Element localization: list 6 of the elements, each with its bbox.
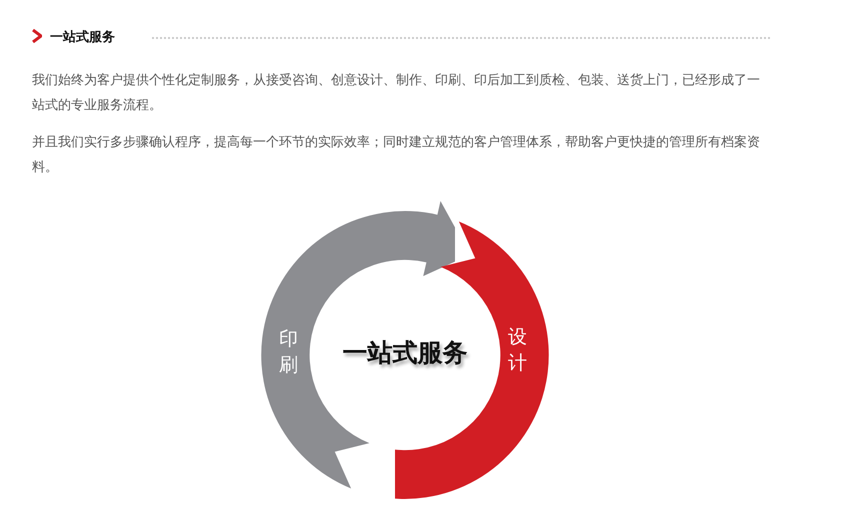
paragraph: 并且我们实行多步骤确认程序，提高每一个环节的实际效率；同时建立规范的客户管理体系，帮助客户更快捷的管理所有档案资料。 bbox=[32, 134, 761, 177]
section-heading: 一站式服务 bbox=[50, 29, 115, 46]
center-title: 一站式服务 bbox=[342, 337, 468, 369]
paragraph: 我们始终为客户提供个性化定制服务，从接受咨询、创意设计、制作、印刷、印后加工到质检、包装、送货上门，已经形成了一站式的专业服务流程。 bbox=[32, 72, 761, 115]
arrow-label: 印刷 bbox=[279, 327, 299, 378]
arrow-label: 设计 bbox=[508, 325, 528, 376]
